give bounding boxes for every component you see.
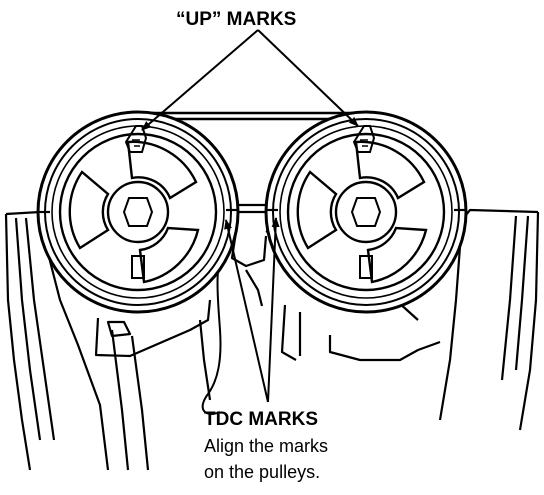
- tdc-notch-marks: [38, 208, 466, 214]
- tdc-marks-label: TDC MARKS: [204, 409, 318, 430]
- tdc-instruction-line-2: on the pulleys.: [204, 462, 320, 482]
- left-up-mark-icon: [124, 125, 148, 153]
- right-cam-pulley: [264, 110, 468, 314]
- up-marks-leaders: [141, 29, 359, 131]
- tdc-marks-leaders: [224, 217, 280, 403]
- up-marks-label: “UP” MARKS: [176, 9, 296, 30]
- left-cam-pulley: [36, 110, 240, 314]
- right-up-mark-icon: [352, 125, 376, 153]
- engine-head-outline: [4, 203, 540, 471]
- tdc-instruction-line-1: Align the marks: [204, 436, 328, 456]
